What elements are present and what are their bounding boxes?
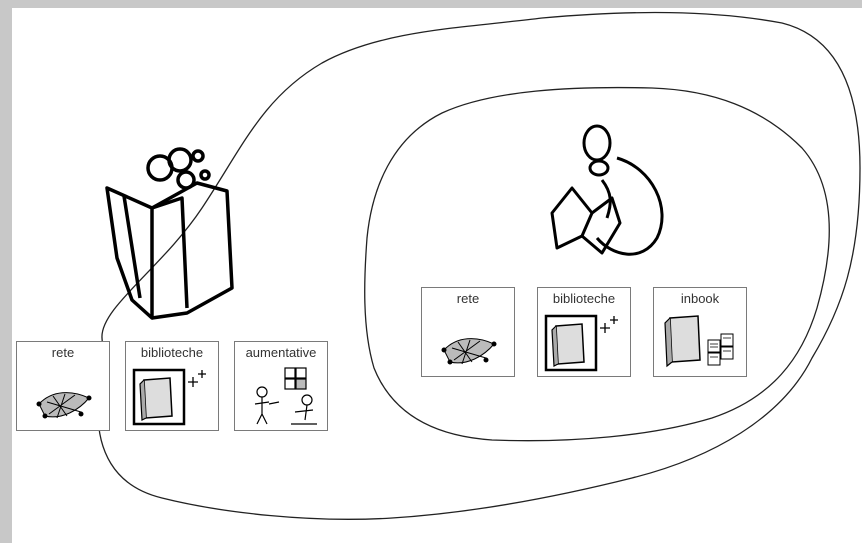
open-book-reading-icon: [107, 149, 232, 318]
venn-drawing: [12, 8, 862, 543]
card-inbook-inner: inbook: [653, 287, 747, 377]
card-label: biblioteche: [126, 345, 218, 360]
card-rete-outer: rete: [16, 341, 110, 431]
diagram-canvas: rete biblioteche aumentative: [12, 8, 862, 543]
inbook-icon: [654, 308, 748, 376]
card-label: aumentative: [235, 345, 327, 360]
card-biblioteche-outer: biblioteche: [125, 341, 219, 431]
net-icon: [422, 308, 516, 376]
net-icon: [17, 362, 111, 430]
card-rete-inner: rete: [421, 287, 515, 377]
card-label: rete: [17, 345, 109, 360]
inner-region-outline: [365, 88, 830, 441]
card-label: rete: [422, 291, 514, 306]
card-aumentative-outer: aumentative: [234, 341, 328, 431]
card-label: inbook: [654, 291, 746, 306]
card-label: biblioteche: [538, 291, 630, 306]
library-book-icon: [538, 308, 632, 376]
library-book-icon: [126, 362, 220, 430]
outer-region-outline: [98, 13, 860, 520]
card-biblioteche-inner: biblioteche: [537, 287, 631, 377]
person-reading-icon: [552, 126, 662, 254]
augmentative-communication-icon: [235, 362, 329, 430]
